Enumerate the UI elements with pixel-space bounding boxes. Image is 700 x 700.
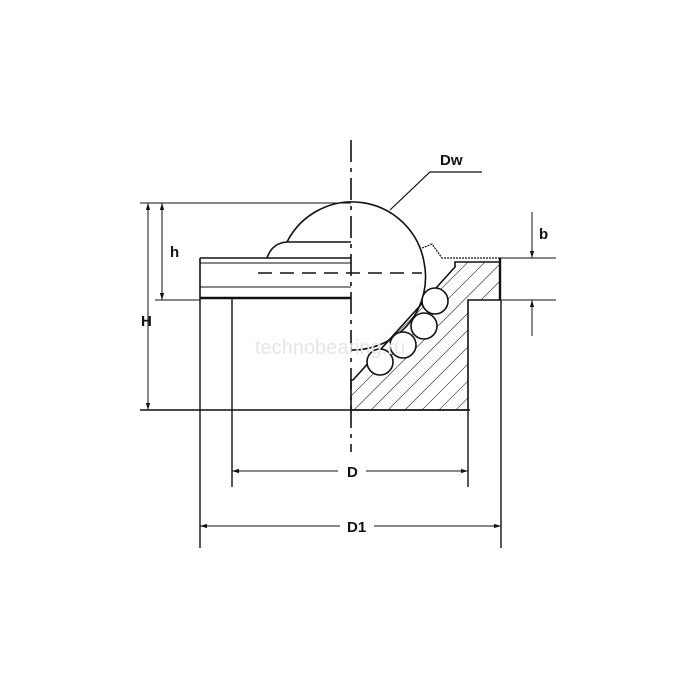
body-outline bbox=[140, 298, 502, 548]
watermark: technobearing.ru bbox=[255, 337, 405, 359]
retaining-cap bbox=[266, 241, 351, 259]
label-D: D bbox=[347, 464, 358, 481]
label-D1: D1 bbox=[347, 519, 366, 536]
label-b: b bbox=[539, 226, 548, 243]
label-h: h bbox=[170, 244, 179, 261]
seal-lip bbox=[421, 243, 500, 259]
label-H: H bbox=[141, 313, 152, 330]
label-dw: Dw bbox=[440, 152, 463, 169]
dw-leader bbox=[389, 171, 482, 211]
flange-plate bbox=[199, 257, 502, 300]
main-ball bbox=[286, 201, 427, 351]
support-balls bbox=[366, 287, 449, 376]
